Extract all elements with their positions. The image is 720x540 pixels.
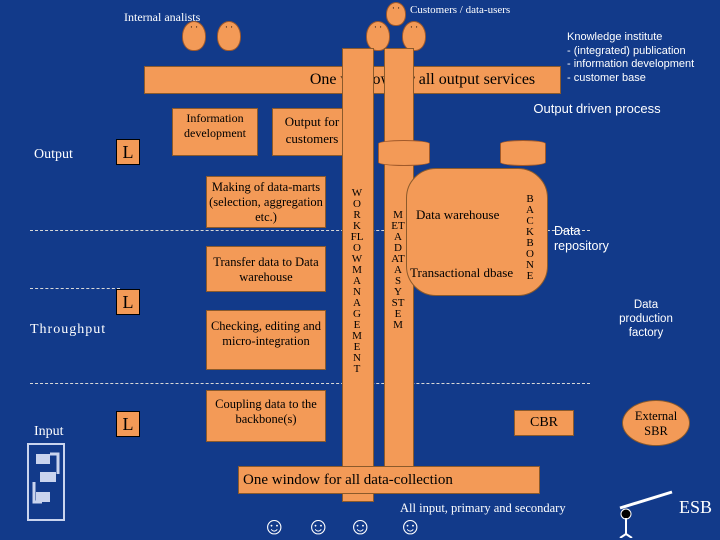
- knowledge-institute: Knowledge institute - (integrated) publi…: [567, 31, 694, 85]
- data-warehouse-label: Data warehouse: [416, 207, 500, 222]
- information-development-box: Information development: [172, 108, 258, 156]
- level-box: L: [116, 139, 140, 165]
- level-box: L: [116, 411, 140, 437]
- person-icon: · ·: [217, 21, 241, 51]
- workflow-management-column: [342, 48, 374, 502]
- knowledge-item: - (integrated) publication: [567, 44, 686, 57]
- divider-line: [30, 383, 590, 384]
- coupling-box: Coupling data to the backbone(s): [206, 390, 326, 442]
- customers-label: Customers / data-users: [410, 4, 511, 16]
- data-repository-label: Data repository: [554, 224, 609, 253]
- smiley-icon: ☺: [306, 514, 331, 540]
- internal-analists-label: Internal analists: [124, 10, 201, 24]
- making-datamarts-box: Making of data-marts (selection, aggrega…: [206, 176, 326, 228]
- person-icon: · ·: [386, 2, 406, 26]
- transactional-dbase-label: Transactional dbase: [410, 265, 514, 280]
- knowledge-title: Knowledge institute: [567, 31, 663, 43]
- person-icon: · ·: [182, 21, 206, 51]
- external-sbr-ellipse: External SBR: [622, 400, 690, 446]
- meta-data-label: META DATA SYSTEM: [391, 209, 405, 331]
- divider-line: [30, 288, 120, 289]
- datamart-cylinder: [500, 140, 546, 166]
- workflow-management-label: WORKFLOW MANAGEMENT: [350, 187, 364, 375]
- datamart-cylinder: [378, 140, 430, 166]
- smiley-icon: ☺: [398, 514, 423, 540]
- input-label: Input: [34, 424, 64, 439]
- output-label: Output: [34, 147, 73, 162]
- person-icon: · ·: [402, 21, 426, 51]
- cbr-box: CBR: [514, 410, 574, 436]
- knowledge-item: - customer base: [567, 71, 646, 84]
- output-driven-label: Output driven process: [533, 101, 661, 116]
- level-box: L: [116, 289, 140, 315]
- smiley-icon: ☺: [348, 514, 373, 540]
- transfer-data-box: Transfer data to Data warehouse: [206, 246, 326, 292]
- output-for-customers-box: Output for customers: [272, 108, 352, 156]
- cbs-logo-icon: [27, 443, 65, 521]
- backbone-label: BACKBONE: [526, 193, 534, 282]
- divider-line: [30, 230, 590, 231]
- one-window-input-bar: One window for all data-collection: [238, 466, 540, 494]
- one-window-input-label: One window for all data-collection: [243, 472, 453, 488]
- checking-box: Checking, editing and micro-integration: [206, 310, 326, 370]
- person-icon: · ·: [366, 21, 390, 51]
- data-repository-shape: [406, 168, 548, 296]
- telescope-figure-icon: [619, 490, 673, 538]
- knowledge-item: - information development: [567, 58, 695, 70]
- esb-label: ESB: [679, 497, 713, 517]
- throughput-label: Throughput: [30, 322, 107, 337]
- data-production-factory-label: Data production factory: [619, 299, 673, 339]
- all-input-label: All input, primary and secondary: [400, 501, 566, 515]
- smiley-icon: ☺: [262, 514, 287, 540]
